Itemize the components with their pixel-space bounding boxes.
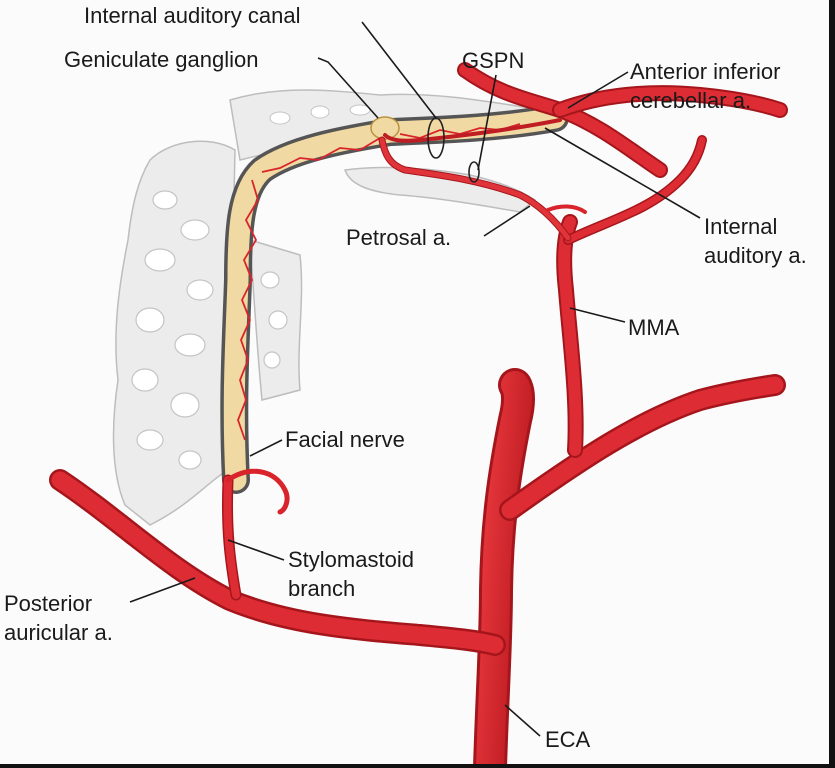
label-anterior-inferior-line2: cerebellar a. [630, 88, 751, 113]
facial-nerve [220, 104, 569, 494]
label-internal-auditory-a-line1: Internal [704, 214, 777, 239]
label-internal-auditory-canal: Internal auditory canal [84, 3, 300, 28]
label-mma: MMA [628, 315, 680, 340]
label-gspn: GSPN [462, 48, 524, 73]
labels: Internal auditory canal Geniculate gangl… [4, 3, 807, 752]
label-posterior-auricular-line2: auricular a. [4, 620, 113, 645]
frame-border-bottom [0, 764, 835, 768]
label-facial-nerve: Facial nerve [285, 427, 405, 452]
label-anterior-inferior-line1: Anterior inferior [630, 59, 780, 84]
mastoid-bone [112, 140, 303, 526]
frame-border-right [829, 0, 835, 768]
leader-lines [129, 21, 701, 737]
label-petrosal-a: Petrosal a. [346, 225, 451, 250]
label-geniculate-ganglion: Geniculate ganglion [64, 47, 258, 72]
gspn-ring [468, 161, 480, 183]
label-eca: ECA [545, 727, 591, 752]
label-stylomastoid-line2: branch [288, 576, 355, 601]
arteries [49, 62, 788, 768]
label-posterior-auricular-line1: Posterior [4, 591, 92, 616]
label-internal-auditory-a-line2: auditory a. [704, 243, 807, 268]
label-stylomastoid-line1: Stylomastoid [288, 547, 414, 572]
